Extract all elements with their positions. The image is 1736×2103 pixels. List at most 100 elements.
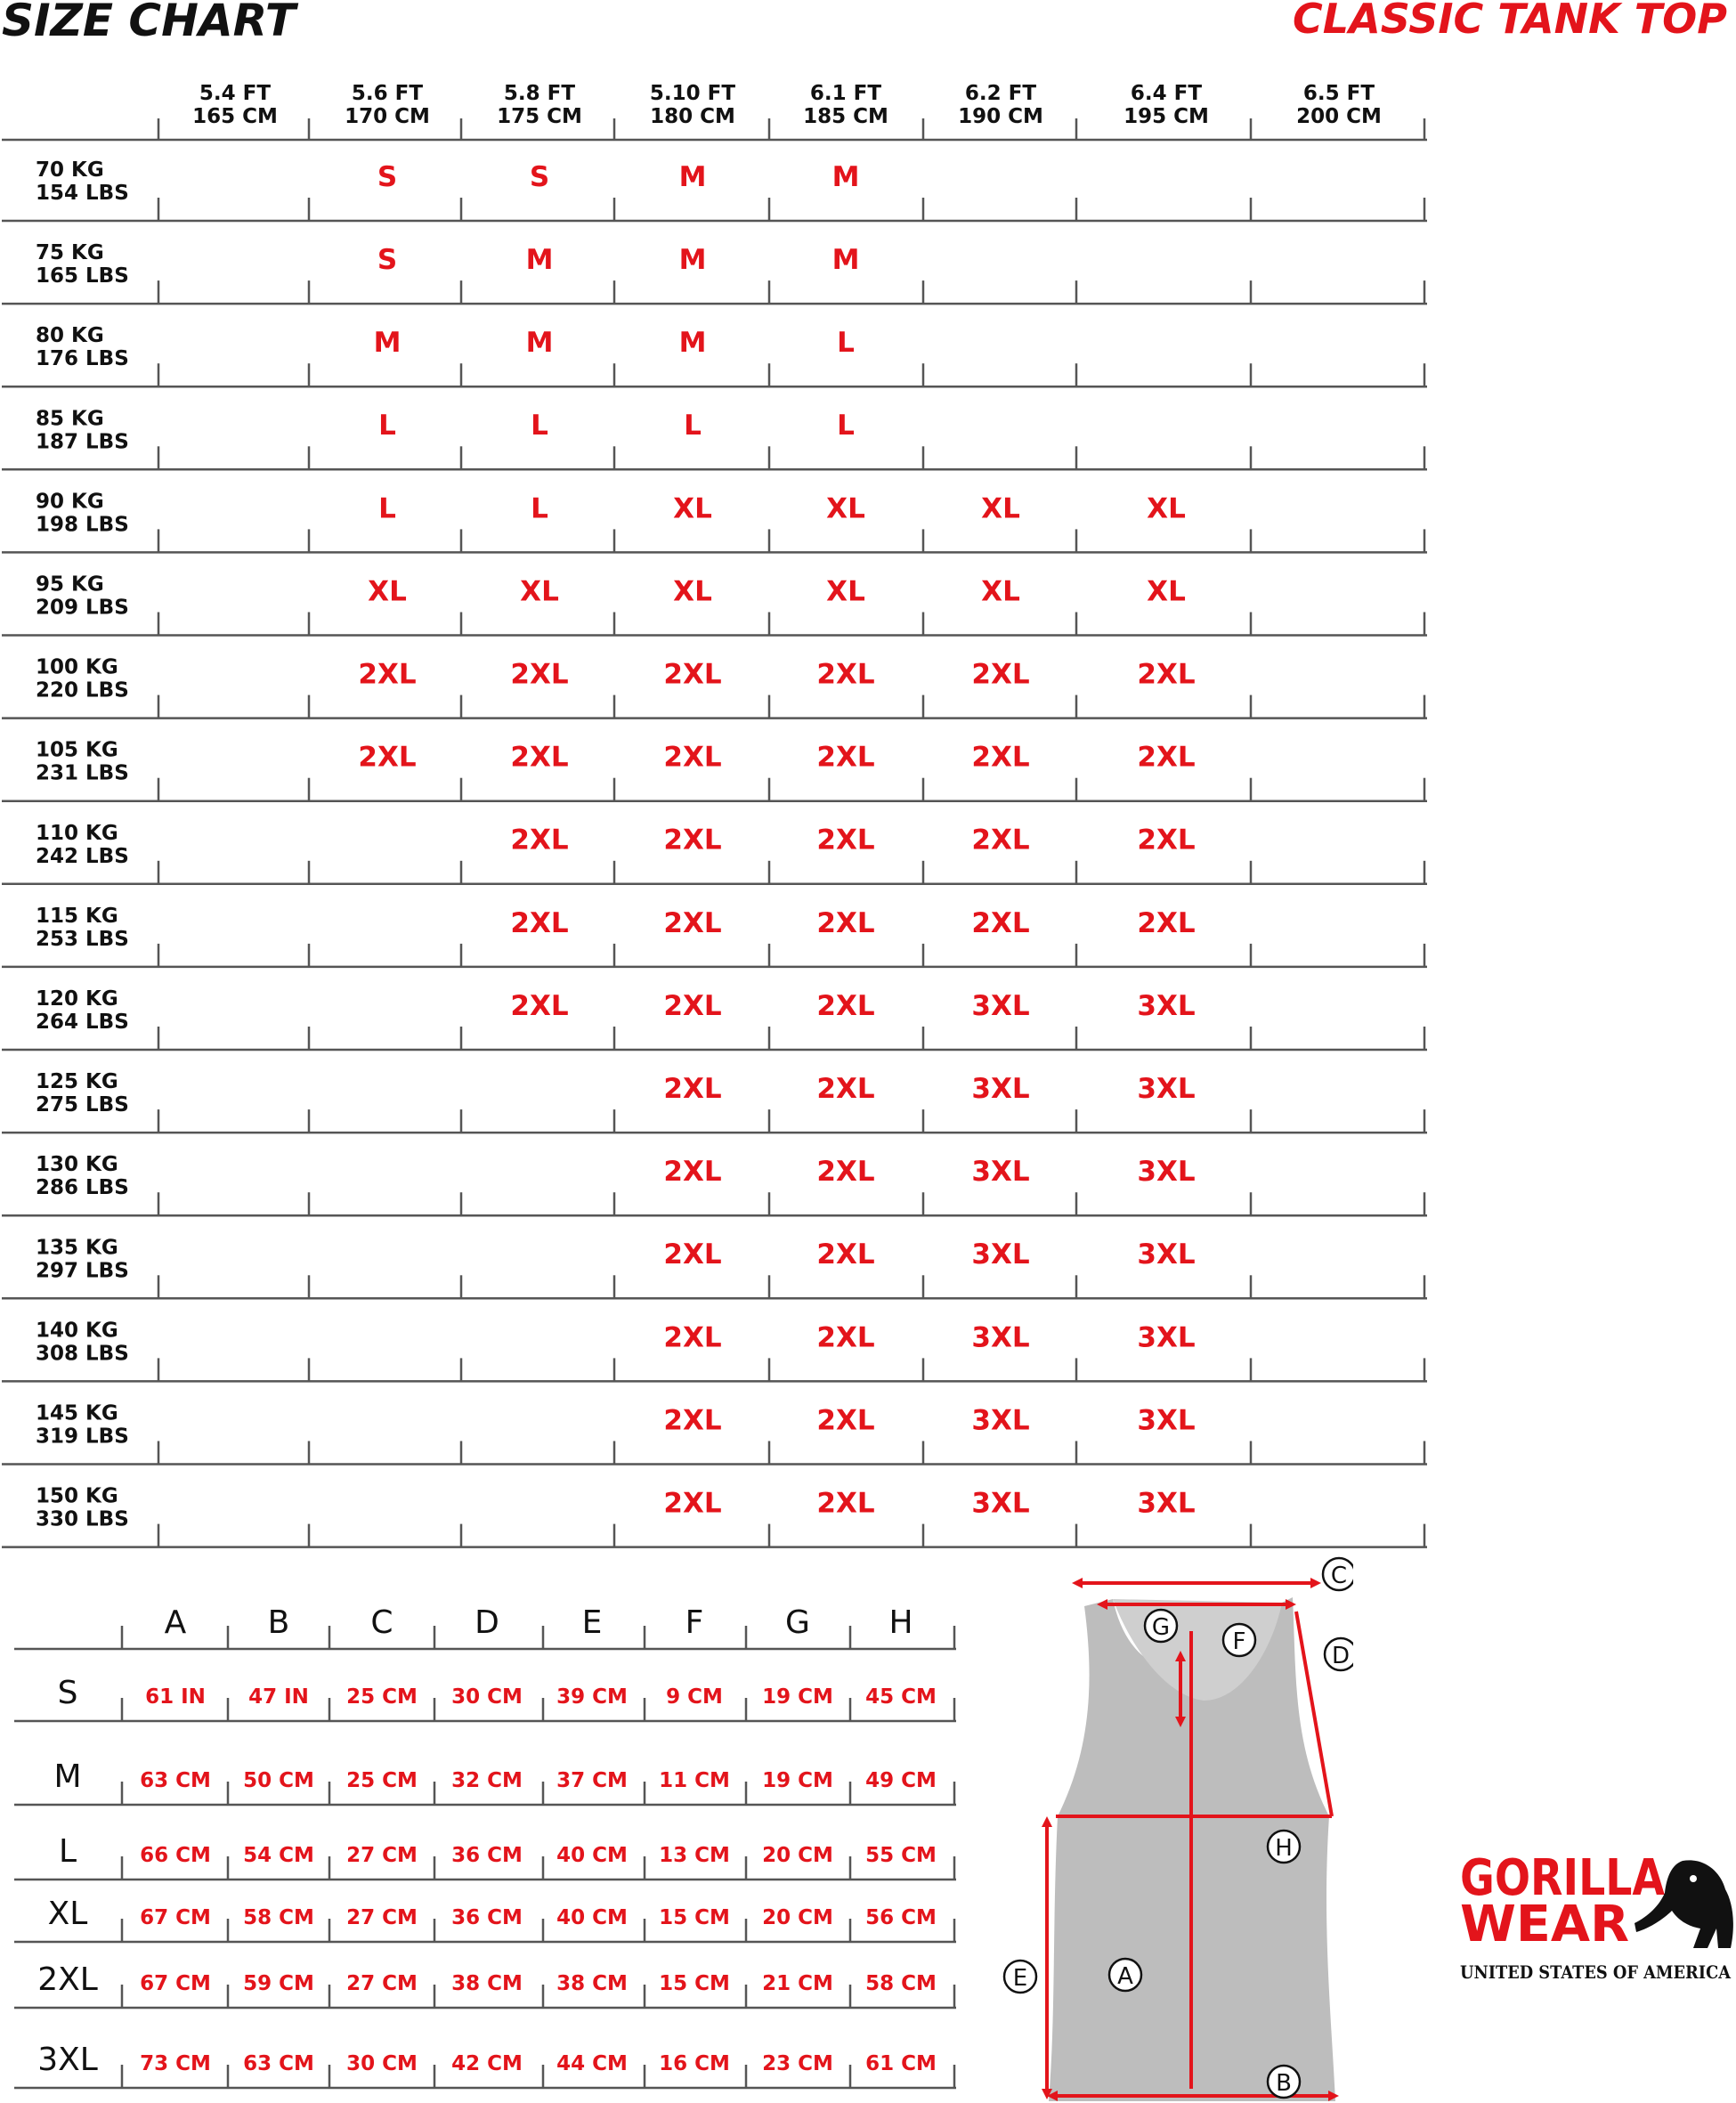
size-cell: 2XL xyxy=(971,742,1029,774)
measure-value: 49 CM xyxy=(865,1769,937,1792)
weight-lbs-label: 297 LBS xyxy=(36,1259,129,1282)
size-cell: 2XL xyxy=(358,742,416,774)
measure-value: 40 CM xyxy=(556,1844,628,1867)
measure-value: 30 CM xyxy=(451,1685,523,1709)
measure-value: 55 CM xyxy=(865,1844,937,1867)
measure-value: 21 CM xyxy=(762,1972,833,1995)
marker-f: F xyxy=(1233,1628,1246,1655)
size-cell: L xyxy=(378,410,396,442)
weight-kg-label: 75 KG xyxy=(36,241,104,264)
marker-g: G xyxy=(1152,1614,1170,1641)
height-cm-header: 170 CM xyxy=(345,105,430,128)
marker-a-circle xyxy=(1107,1957,1143,1993)
size-cell: 2XL xyxy=(663,824,721,857)
measure-value: 36 CM xyxy=(451,1844,523,1867)
marker-g-circle xyxy=(1143,1608,1179,1644)
measure-value: 15 CM xyxy=(659,1906,730,1929)
size-cell: XL xyxy=(826,575,865,607)
measure-value: 19 CM xyxy=(762,1769,833,1792)
size-cell: 2XL xyxy=(510,990,568,1022)
size-cell: 3XL xyxy=(1137,1073,1195,1105)
weight-kg-label: 80 KG xyxy=(36,324,104,347)
size-cell: 3XL xyxy=(971,1487,1029,1519)
size-cell: 3XL xyxy=(1137,1321,1195,1353)
size-cell: 2XL xyxy=(663,742,721,774)
size-cell: 2XL xyxy=(510,742,568,774)
marker-a: A xyxy=(1117,1963,1133,1990)
measure-value: 25 CM xyxy=(346,1685,418,1709)
size-cell: XL xyxy=(981,575,1020,607)
marker-f-circle xyxy=(1221,1622,1257,1658)
measure-value: 45 CM xyxy=(865,1685,937,1709)
weight-kg-label: 135 KG xyxy=(36,1236,118,1259)
measure-value: 54 CM xyxy=(243,1844,314,1867)
height-cm-header: 180 CM xyxy=(650,105,735,128)
size-cell: L xyxy=(684,410,702,442)
weight-lbs-label: 286 LBS xyxy=(36,1176,129,1199)
measure-size-label: M xyxy=(53,1758,81,1795)
measure-value: 38 CM xyxy=(451,1972,523,1995)
size-cell: 3XL xyxy=(1137,1487,1195,1519)
size-cell: 2XL xyxy=(1137,658,1195,690)
weight-lbs-label: 165 LBS xyxy=(36,264,129,288)
weight-kg-label: 110 KG xyxy=(36,822,118,845)
marker-b: B xyxy=(1276,2070,1292,2097)
size-cell: XL xyxy=(520,575,559,607)
weight-kg-label: 120 KG xyxy=(36,987,118,1011)
measure-value: 38 CM xyxy=(556,1972,628,1995)
measure-col-header: F xyxy=(685,1604,704,1641)
size-cell: 3XL xyxy=(971,1404,1029,1436)
gorilla-icon xyxy=(1635,1860,1733,1948)
size-cell: 2XL xyxy=(816,1404,874,1436)
weight-lbs-label: 209 LBS xyxy=(36,597,129,620)
size-cell: 2XL xyxy=(1137,742,1195,774)
marker-b-circle xyxy=(1266,2064,1302,2099)
measure-value: 19 CM xyxy=(762,1685,833,1709)
size-cell: 2XL xyxy=(971,824,1029,857)
measure-value: 27 CM xyxy=(346,1906,418,1929)
size-cell: 2XL xyxy=(663,907,721,939)
size-cell: M xyxy=(374,327,402,359)
size-cell: 2XL xyxy=(663,1487,721,1519)
measure-value: 59 CM xyxy=(243,1972,314,1995)
measure-value: 44 CM xyxy=(556,2052,628,2075)
size-cell: 2XL xyxy=(510,658,568,690)
measure-value: 23 CM xyxy=(762,2052,833,2075)
size-cell: 2XL xyxy=(816,658,874,690)
size-cell: L xyxy=(378,492,396,524)
size-cell: 2XL xyxy=(816,1073,874,1105)
weight-kg-label: 95 KG xyxy=(36,573,104,597)
size-cell: 3XL xyxy=(1137,1404,1195,1436)
measure-value: 63 CM xyxy=(140,1769,211,1792)
measure-col-header: D xyxy=(475,1604,499,1641)
weight-lbs-label: 231 LBS xyxy=(36,762,129,785)
measure-col-header: C xyxy=(370,1604,393,1641)
size-cell: XL xyxy=(673,575,712,607)
size-cell: 2XL xyxy=(663,1156,721,1188)
size-cell: 3XL xyxy=(971,1156,1029,1188)
size-cell: 2XL xyxy=(1137,907,1195,939)
measure-value: 25 CM xyxy=(346,1769,418,1792)
height-ft-header: 6.5 FT xyxy=(1303,82,1375,105)
measure-value: 20 CM xyxy=(762,1844,833,1867)
size-cell: 2XL xyxy=(663,1073,721,1105)
size-cell: 2XL xyxy=(510,824,568,857)
marker-e-circle xyxy=(1002,1959,1038,1994)
measure-size-label: XL xyxy=(48,1896,88,1932)
size-cell: 2XL xyxy=(358,658,416,690)
weight-lbs-label: 242 LBS xyxy=(36,845,129,868)
measure-value: 58 CM xyxy=(243,1906,314,1929)
weight-lbs-label: 264 LBS xyxy=(36,1011,129,1034)
size-cell: 2XL xyxy=(816,907,874,939)
